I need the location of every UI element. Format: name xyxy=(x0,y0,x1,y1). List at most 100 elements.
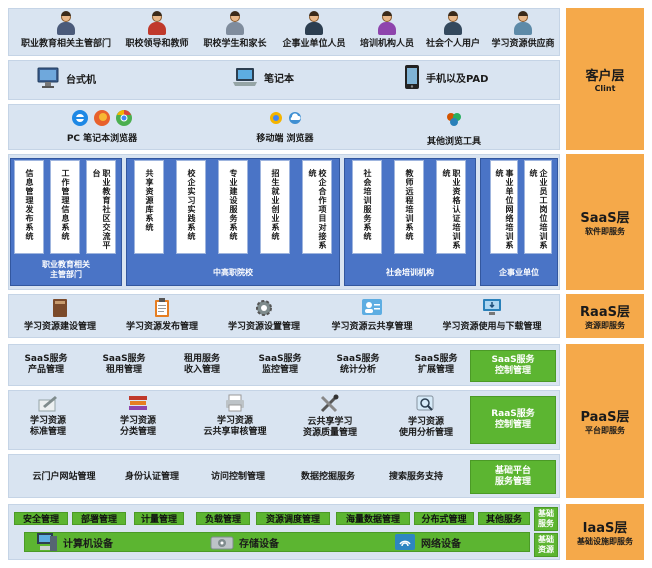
iaas-service-tag: 计量管理 xyxy=(134,512,184,525)
iaas-resources-label: 基础 资源 xyxy=(534,533,558,557)
device-desktop: 台式机 xyxy=(36,66,96,90)
desktop-computer-icon xyxy=(37,67,59,88)
device-laptop: 笔记本 xyxy=(232,66,294,88)
device-label: 笔记本 xyxy=(264,73,294,85)
saas-system-column: 专业建设服务系统 xyxy=(218,160,248,254)
system-name: 职业资格认证培训系统 xyxy=(442,169,461,250)
resource-label: 存储设备 xyxy=(239,538,279,550)
user-label: 企事业单位人员 xyxy=(282,39,346,49)
browser-label: 移动端 浏览器 xyxy=(256,134,314,144)
saas-system-column: 社会培训服务系统 xyxy=(352,160,382,254)
user-education-authority: 职业教育相关主管部门 xyxy=(10,11,122,50)
iaas-service-tag: 海量数据管理 xyxy=(336,512,410,525)
smartphone-icon xyxy=(405,65,419,89)
raas-item-settings: 学习资源设置管理 xyxy=(218,298,310,333)
layer-subtitle: 软件即服务 xyxy=(585,227,625,236)
resource-network: 网络设备 xyxy=(394,532,461,552)
group-caption: 中高职院校 xyxy=(213,268,253,277)
paas-saas-service: SaaS服务 租用管理 xyxy=(102,354,146,375)
paas-raas-service: 学习资源 标准管理 xyxy=(18,394,78,438)
layer-title: PaaS层 xyxy=(580,410,630,425)
user-card-icon xyxy=(362,299,382,315)
supplier-person-icon xyxy=(513,11,533,36)
paas-saas-service: 租用服务 收入管理 xyxy=(183,354,220,375)
cloud-browser-icon xyxy=(288,112,301,124)
raas-item-cloud-share: 学习资源云共享管理 xyxy=(322,298,422,333)
saas-system-column: 事业单位网络培训系统 xyxy=(490,160,518,254)
client-devices-band xyxy=(8,60,560,100)
resource-storage: 存储设备 xyxy=(210,532,279,552)
saas-system-column: 信息管理发布系统 xyxy=(14,160,44,254)
layer-title: 客户层 xyxy=(585,69,625,84)
saas-system-column: 校企实习实践系统 xyxy=(176,160,206,254)
resource-computers: 计算机设备 xyxy=(36,532,113,552)
firefox-browser-icon xyxy=(94,110,110,126)
device-label: 手机以及PAD xyxy=(426,73,489,85)
raas-label: 学习资源设置管理 xyxy=(227,322,300,332)
paas-raas-service: 云共享学习 资源质量管理 xyxy=(290,394,370,439)
user-enterprise-staff: 企事业单位人员 xyxy=(274,11,354,50)
raas-band xyxy=(8,294,560,338)
other-tools-icon xyxy=(447,113,461,126)
iaas-service-tag: 资源调度管理 xyxy=(256,512,330,525)
saas-control-box: SaaS服务 控制管理 xyxy=(470,350,556,382)
user-label: 培训机构人员 xyxy=(359,39,414,49)
browser-mobile: 移动端 浏览器 xyxy=(250,110,320,144)
saas-system-column: 职业资格认证培训系统 xyxy=(436,160,466,254)
device-label: 台式机 xyxy=(66,74,96,86)
user-school-leader: 职校领导和教师 xyxy=(118,11,196,50)
laptop-icon xyxy=(233,68,257,86)
iaas-service-tag: 部署管理 xyxy=(72,512,126,525)
chrome-browser-icon xyxy=(116,110,132,126)
system-name: 事业单位网络培训系统 xyxy=(495,169,514,250)
paas-saas-service: SaaS服务 统计分析 xyxy=(336,354,380,375)
resource-label: 网络设备 xyxy=(421,538,461,550)
trainer-person-icon xyxy=(377,11,397,36)
iaas-services-label: 基础 服务 xyxy=(534,507,558,531)
system-name: 职业教育社区交流平台 xyxy=(92,169,111,250)
iaas-service-tag: 安全管理 xyxy=(14,512,68,525)
iaas-layer-label: IaaS层 基础设施即服务 xyxy=(566,504,644,560)
user-training-staff: 培训机构人员 xyxy=(354,11,420,50)
client-layer-label: 客户层 Clint xyxy=(566,8,644,150)
iaas-service-tag: 负载管理 xyxy=(196,512,250,525)
official-person-icon xyxy=(56,11,76,36)
system-name: 校企实习实践系统 xyxy=(187,169,196,241)
saas-system-column: 职业教育社区交流平台 xyxy=(86,160,116,254)
platform-service: 身份认证管理 xyxy=(124,472,179,482)
resource-label: 计算机设备 xyxy=(63,538,113,550)
layer-title: SaaS层 xyxy=(580,211,630,226)
saas-system-column: 工作管理信息系统 xyxy=(50,160,80,254)
paas-platform-band xyxy=(8,454,560,498)
raas-service-label: 学习资源 标准管理 xyxy=(29,416,66,437)
computer-icon xyxy=(37,533,57,551)
user-label: 职校领导和教师 xyxy=(125,39,189,49)
storage-drive-icon xyxy=(210,536,234,550)
browser-label: PC 笔记本浏览器 xyxy=(66,134,138,144)
iaas-service-tag: 其他服务 xyxy=(478,512,530,525)
platform-control-box: 基础平台 服务管理 xyxy=(470,460,556,494)
system-name: 教师远程培训系统 xyxy=(405,169,414,241)
saas-system-column: 教师远程培训系统 xyxy=(394,160,424,254)
teacher-person-icon xyxy=(147,11,167,36)
network-router-icon xyxy=(395,534,415,550)
individual-person-icon xyxy=(443,11,463,36)
layer-subtitle: Clint xyxy=(594,84,616,93)
layer-subtitle: 平台即服务 xyxy=(585,426,625,435)
raas-control-box: RaaS服务 控制管理 xyxy=(470,396,556,444)
raas-service-label: 学习资源 使用分析管理 xyxy=(398,417,453,438)
iaas-service-tag: 分布式管理 xyxy=(414,512,474,525)
saas-system-column: 校企合作项目对接系统 xyxy=(302,160,332,254)
user-label: 职业教育相关主管部门 xyxy=(20,39,111,49)
business-person-icon xyxy=(304,11,324,36)
saas-system-column: 企业员工岗位培训系统 xyxy=(524,160,552,254)
paas-saas-service: SaaS服务 监控管理 xyxy=(258,354,302,375)
user-student-parent: 职校学生和家长 xyxy=(196,11,274,50)
paas-layer-label: PaaS层 平台即服务 xyxy=(566,344,644,498)
group-caption: 职业教育相关 主管部门 xyxy=(42,260,90,279)
gear-icon xyxy=(256,300,272,316)
raas-label: 学习资源使用与下载管理 xyxy=(442,322,542,332)
paas-saas-service: SaaS服务 扩展管理 xyxy=(414,354,458,375)
user-individual: 社会个人用户 xyxy=(420,11,486,50)
layer-title: IaaS层 xyxy=(582,521,628,536)
